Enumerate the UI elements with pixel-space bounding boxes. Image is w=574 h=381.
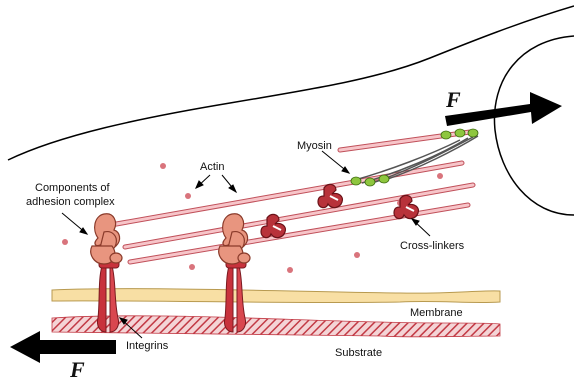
adhesion-complex-2 [219,214,250,264]
force-label-top: F [445,87,461,112]
label-substrate: Substrate [335,347,382,359]
label-membrane: Membrane [410,307,463,319]
label-cross-linkers: Cross-linkers [400,240,465,252]
force-arrow-forward [445,92,562,126]
label-adhesion-line-1: Components of [35,182,111,194]
adhesion-complex-1 [91,214,122,264]
label-adhesion-line-2: adhesion complex [26,196,115,208]
membrane-band [52,289,500,303]
force-label-bottom: F [69,357,85,381]
label-integrins: Integrins [126,340,169,352]
force-arrow-backward [10,331,116,363]
nucleus [494,36,574,215]
label-actin: Actin [200,161,224,173]
label-myosin: Myosin [297,140,332,152]
cell-outline [8,6,574,160]
